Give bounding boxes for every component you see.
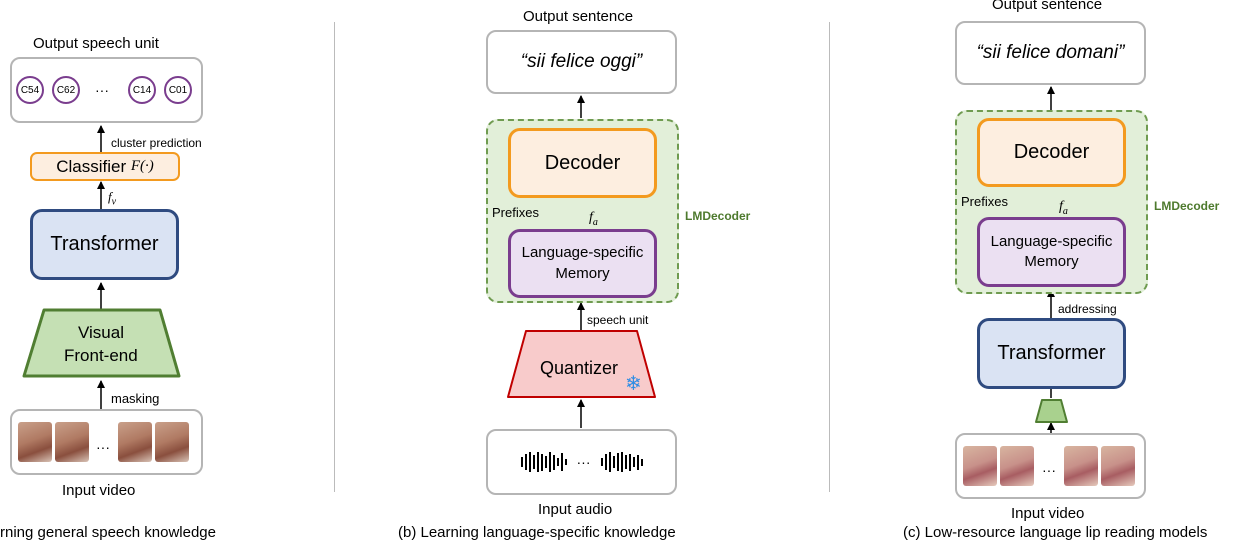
video-frame-1 bbox=[18, 422, 52, 462]
visual-frontend-shape bbox=[22, 308, 181, 378]
divider-left bbox=[334, 22, 335, 492]
decoder-box-b: Decoder bbox=[508, 128, 657, 198]
video-frame-c4 bbox=[1101, 446, 1135, 486]
memory-line2-c: Memory bbox=[1024, 253, 1079, 270]
memory-line2-b: Memory bbox=[555, 264, 610, 282]
output-sentence-box-c: “sii felice domani” bbox=[955, 21, 1146, 85]
video-frame-c1 bbox=[963, 446, 997, 486]
waveform-left bbox=[520, 451, 567, 473]
video-frame-4 bbox=[155, 422, 189, 462]
input-video-label-a: Input video bbox=[62, 482, 136, 499]
quantizer-label: Quantizer bbox=[540, 358, 619, 378]
lmdecoder-label-b: LMDecoder bbox=[685, 209, 751, 223]
waveform-right bbox=[600, 451, 643, 473]
unit-c14: C14 bbox=[128, 76, 156, 104]
caption-c: (c) Low-resource language lip reading mo… bbox=[903, 524, 1208, 541]
classifier-box: Classifier F(·) bbox=[30, 152, 180, 181]
output-speech-unit-title: Output speech unit bbox=[33, 35, 159, 52]
caption-b: (b) Learning language-specific knowledge bbox=[398, 524, 676, 541]
snowflake-icon: ❄ bbox=[625, 373, 642, 395]
speech-unit-label: speech unit bbox=[587, 313, 649, 327]
small-frontend-shape bbox=[1035, 399, 1068, 423]
input-video-label-c: Input video bbox=[1011, 505, 1085, 522]
memory-box-c: Language-specific Memory bbox=[977, 217, 1126, 287]
frontend-label-line1: Visual bbox=[78, 323, 124, 342]
decoder-box-c: Decoder bbox=[977, 118, 1126, 187]
fv-label: fv bbox=[108, 189, 117, 208]
fa-label-c: fa bbox=[1059, 199, 1068, 217]
memory-box-b: Language-specific Memory bbox=[508, 229, 657, 298]
quantizer-shape bbox=[507, 330, 656, 398]
output-sentence-box-b: “sii felice oggi” bbox=[486, 30, 677, 94]
prefixes-label-c: Prefixes bbox=[961, 194, 1008, 209]
transformer-box-a: Transformer bbox=[30, 209, 179, 280]
unit-ellipsis: ··· bbox=[95, 82, 109, 98]
prefixes-label-b: Prefixes bbox=[492, 205, 539, 220]
unit-c62: C62 bbox=[52, 76, 80, 104]
lmdecoder-label-c: LMDecoder bbox=[1154, 199, 1220, 213]
output-sentence-title-b: Output sentence bbox=[523, 8, 634, 25]
fa-label-b: fa bbox=[589, 210, 598, 228]
unit-c01: C01 bbox=[164, 76, 192, 104]
memory-line1-c: Language-specific bbox=[990, 232, 1113, 250]
video-frame-c3 bbox=[1064, 446, 1098, 486]
video-frame-c2 bbox=[1000, 446, 1034, 486]
caption-a: rning general speech knowledge bbox=[0, 524, 216, 541]
transformer-box-c: Transformer bbox=[977, 318, 1126, 389]
memory-line1-b: Language-specific bbox=[521, 244, 644, 262]
video-ellipsis-a: ··· bbox=[96, 439, 110, 455]
unit-c54: C54 bbox=[16, 76, 44, 104]
input-audio-box: ··· bbox=[486, 429, 677, 495]
video-frame-3 bbox=[118, 422, 152, 462]
waveform-ellipsis: ··· bbox=[576, 454, 591, 470]
video-frame-2 bbox=[55, 422, 89, 462]
divider-right bbox=[829, 22, 830, 492]
classifier-label: Classifier bbox=[56, 156, 127, 176]
cluster-prediction-label: cluster prediction bbox=[111, 136, 202, 150]
masking-label: masking bbox=[111, 391, 160, 406]
frontend-label-line2: Front-end bbox=[64, 346, 138, 365]
video-ellipsis-c: ··· bbox=[1042, 462, 1056, 478]
classifier-symbol: F(·) bbox=[130, 158, 154, 174]
addressing-label: addressing bbox=[1058, 302, 1117, 316]
input-audio-label: Input audio bbox=[538, 501, 613, 518]
output-sentence-title-c: Output sentence bbox=[992, 0, 1103, 13]
